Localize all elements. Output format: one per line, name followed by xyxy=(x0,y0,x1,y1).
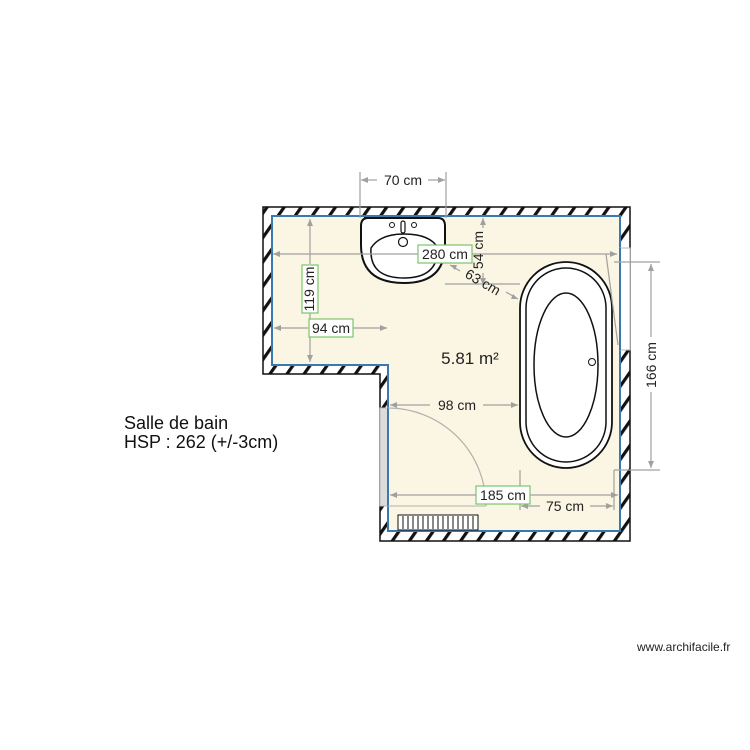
dimension-lines xyxy=(273,172,660,510)
dim-sink-width: 70 cm xyxy=(384,172,422,188)
room-hsp: HSP : 262 (+/-3cm) xyxy=(124,432,279,452)
dimension-arrows xyxy=(273,177,654,509)
room-name: Salle de bain xyxy=(124,413,229,433)
dim-door-to-tub: 98 cm xyxy=(438,397,476,413)
dim-lower-width: 185 cm xyxy=(480,487,526,503)
room-area: 5.81 m² xyxy=(441,349,499,368)
dim-tub-length: 166 cm xyxy=(643,342,659,388)
dim-alcove-height: 119 cm xyxy=(301,267,317,312)
window[interactable] xyxy=(619,247,631,351)
watermark: www.archifacile.fr xyxy=(637,640,731,654)
dim-room-length: 280 cm xyxy=(422,246,468,262)
sink[interactable] xyxy=(360,217,446,285)
label-boxes xyxy=(301,244,531,505)
dim-tub-to-wall: 75 cm xyxy=(546,498,584,514)
dim-sink-tub-vertical: 54 cm xyxy=(470,231,486,269)
room-label: Salle de bain HSP : 262 (+/-3cm) xyxy=(124,414,278,452)
dim-alcove-width: 94 cm xyxy=(312,320,350,336)
bathtub[interactable] xyxy=(519,261,613,469)
radiator[interactable] xyxy=(397,514,479,531)
